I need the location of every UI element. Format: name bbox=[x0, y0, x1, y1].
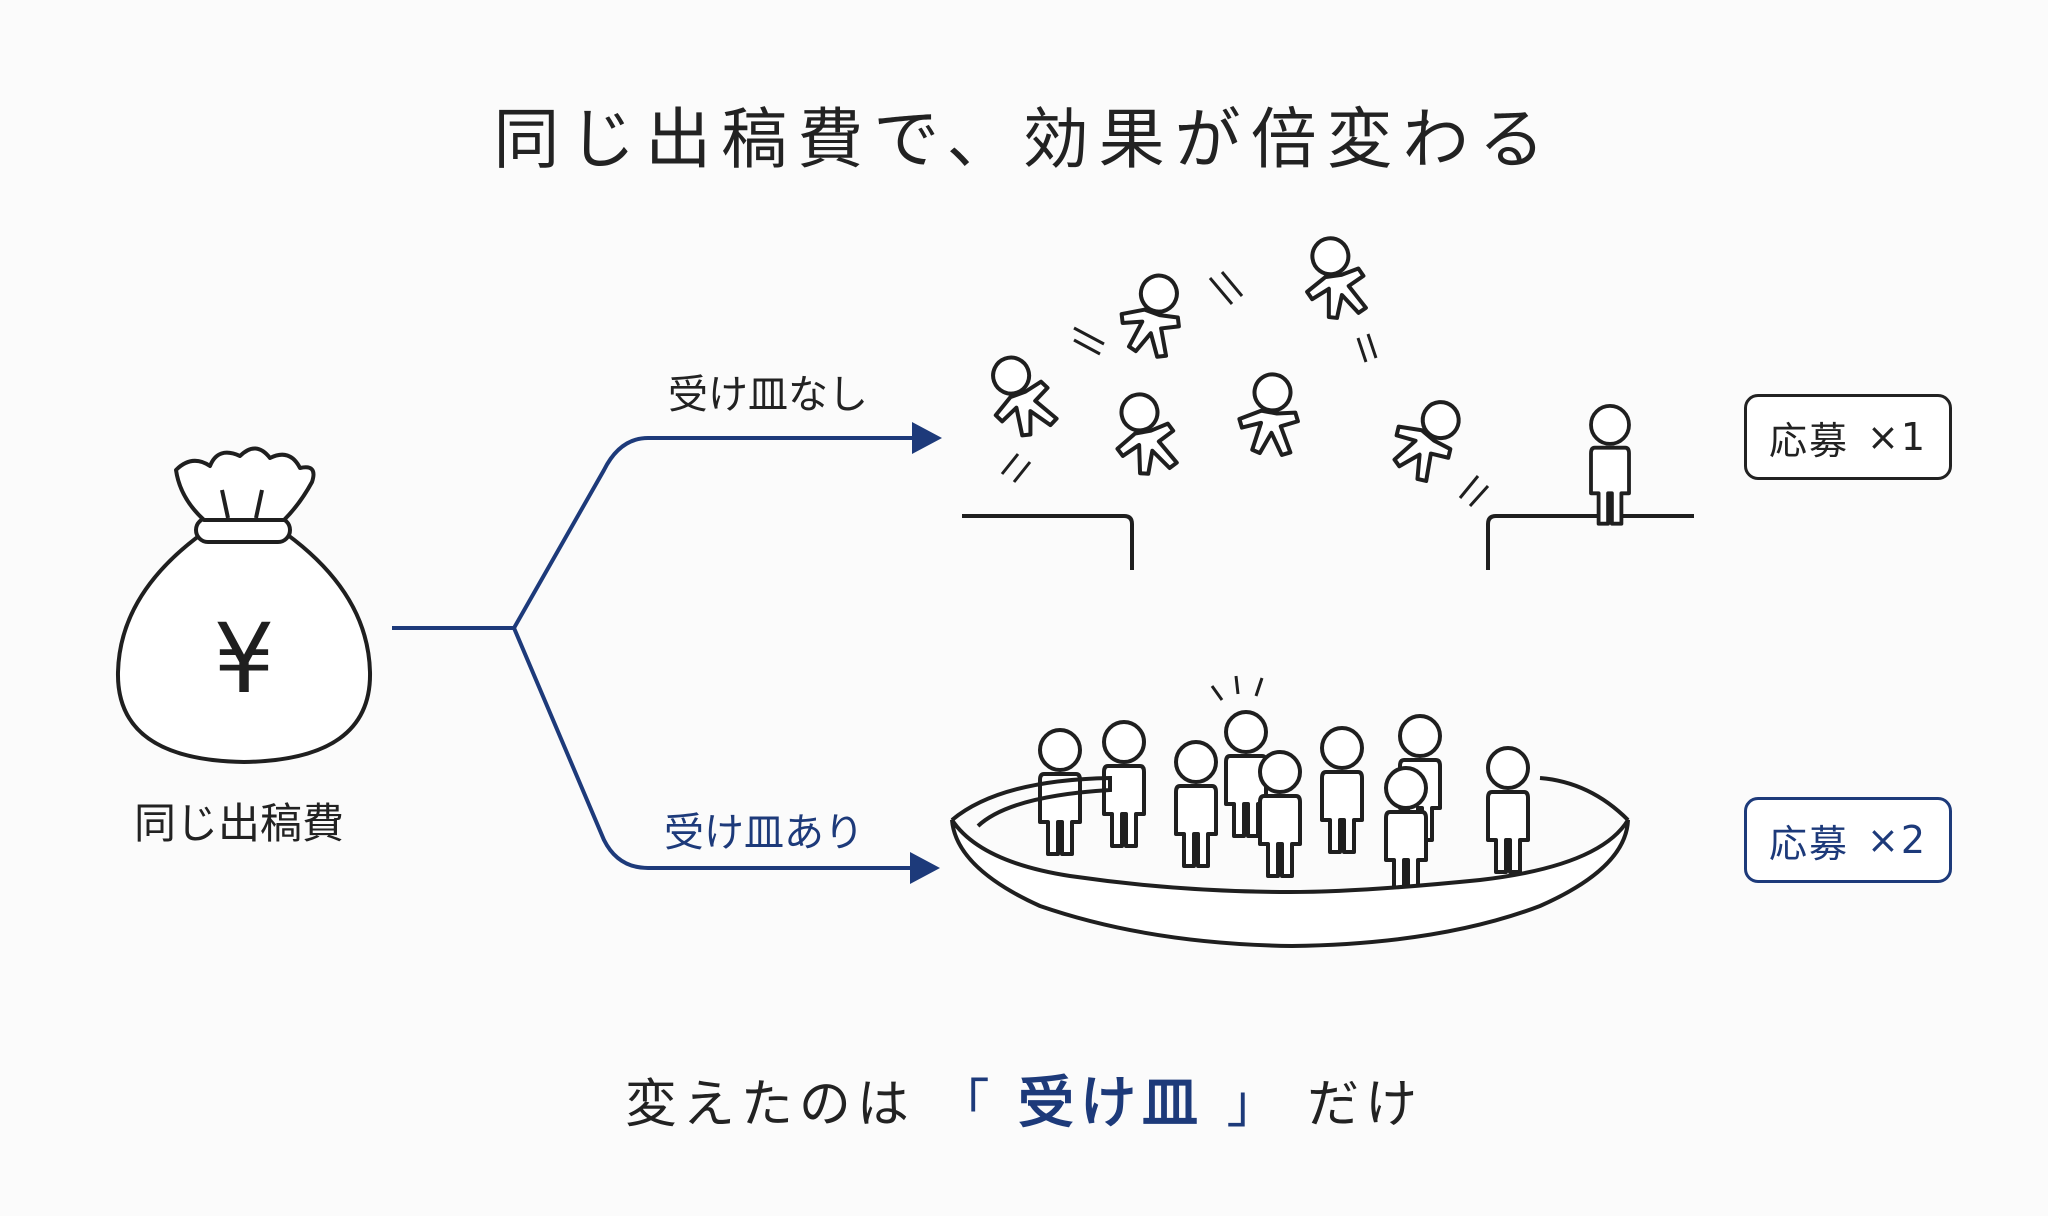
footer-suffix: だけ bbox=[1307, 1075, 1424, 1135]
excitement-lines bbox=[1210, 675, 1264, 701]
crowd-on-dish bbox=[1038, 710, 1530, 894]
footer-emphasis: 受け皿 bbox=[1018, 1071, 1204, 1136]
money-bag-icon bbox=[115, 446, 373, 764]
money-bag-label: 同じ出稿費 bbox=[134, 799, 345, 848]
footer-caption: 変えたのは 「 受け皿 」 だけ bbox=[0, 1058, 2048, 1139]
branch-label-with-receiver: 受け皿あり bbox=[664, 810, 864, 856]
branch-label-without-receiver: 受け皿なし bbox=[668, 372, 868, 418]
arrow-top bbox=[912, 422, 942, 454]
result-multiplier: ×1 bbox=[1866, 415, 1928, 459]
page-title: 同じ出稿費で、効果が倍変わる bbox=[493, 101, 1555, 178]
result-prefix: 応募 bbox=[1768, 418, 1849, 463]
result-prefix: 応募 bbox=[1768, 821, 1849, 866]
motion-lines bbox=[1000, 271, 1490, 508]
result-multiplier: ×2 bbox=[1866, 818, 1928, 862]
footer-close-bracket: 」 bbox=[1226, 1075, 1285, 1135]
cliff-gap bbox=[962, 514, 1694, 570]
footer-open-bracket: 「 bbox=[937, 1075, 996, 1135]
falling-people bbox=[976, 232, 1478, 489]
footer-prefix: 変えたのは bbox=[624, 1075, 915, 1135]
result-badge-x2: 応募 ×2 bbox=[1744, 797, 1952, 883]
result-badge-x1: 応募 ×1 bbox=[1744, 394, 1952, 480]
arrow-bottom bbox=[910, 852, 940, 884]
dish bbox=[950, 775, 1630, 949]
branch-connector bbox=[392, 436, 912, 870]
yen-symbol: ¥ bbox=[213, 603, 274, 715]
person-standing-on-cliff bbox=[1589, 403, 1631, 526]
